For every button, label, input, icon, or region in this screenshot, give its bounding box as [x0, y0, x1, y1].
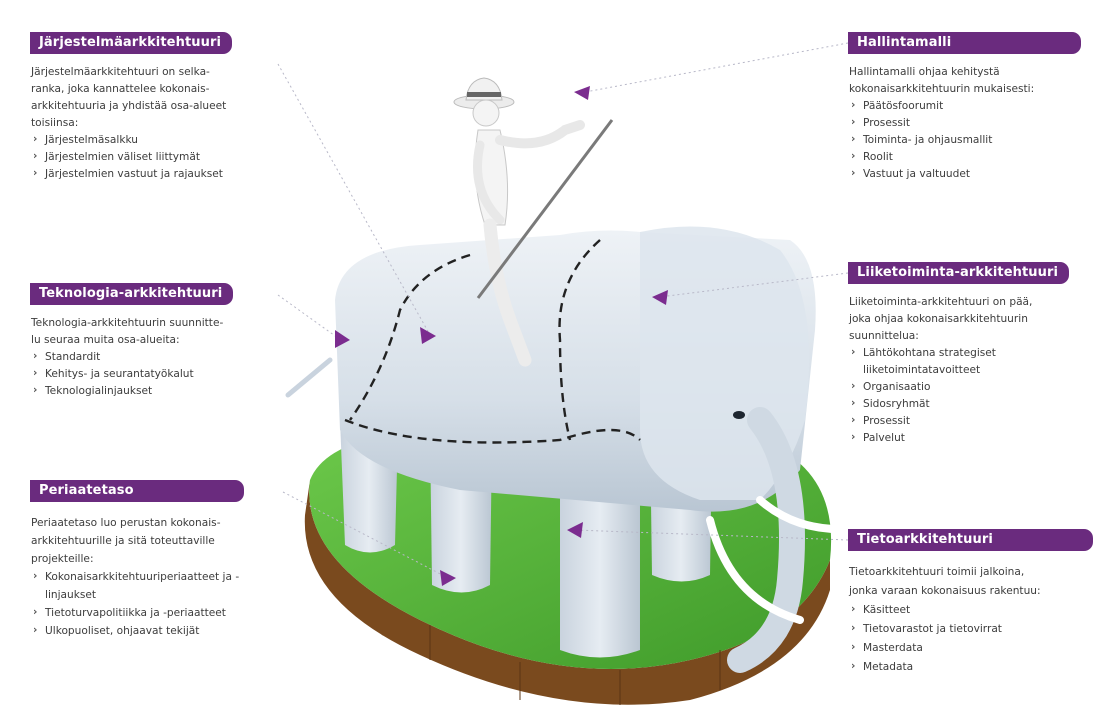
list-item: Järjestelmien väliset liittymät — [30, 149, 290, 166]
list-item: Vastuut ja valtuudet — [848, 166, 1098, 183]
panel-system-architecture: Järjestelmäarkkitehtuuri Järjestelmäarkk… — [30, 31, 290, 183]
governance-model-desc: Hallintamalli ohjaa kehitystä kokonaisar… — [849, 64, 1098, 98]
panel-business-architecture: Liiketoiminta-arkkitehtuuri Liiketoimint… — [848, 261, 1098, 447]
desc-line: arkkitehtuuria ja yhdistää osa-alueet — [31, 98, 290, 115]
list-item: Kehitys- ja seurantatyökalut — [30, 366, 290, 383]
desc-line: kokonaisarkkitehtuurin mukaisesti: — [849, 81, 1098, 98]
desc-line: Tietoarkkitehtuuri toimii jalkoina, — [849, 563, 1103, 582]
list-item: Standardit — [30, 349, 290, 366]
list-item: Sidosryhmät — [848, 396, 1048, 413]
information-architecture-list: Käsitteet Tietovarastot ja tietovirrat M… — [848, 601, 1103, 677]
governance-model-list: Päätösfoorumit Prosessit Toiminta- ja oh… — [848, 98, 1098, 183]
business-architecture-title: Liiketoiminta-arkkitehtuuri — [848, 262, 1069, 284]
list-item: Teknologialinjaukset — [30, 383, 290, 400]
list-item: Päätösfoorumit — [848, 98, 1098, 115]
panel-technology-architecture: Teknologia-arkkitehtuuri Teknologia-arkk… — [30, 282, 290, 400]
principle-level-title: Periaatetaso — [30, 480, 244, 502]
business-architecture-list: Lähtökohtana strategiset liiketoimintata… — [848, 345, 1048, 447]
system-architecture-desc: Järjestelmäarkkitehtuuri on selka- ranka… — [31, 64, 290, 132]
desc-line: Hallintamalli ohjaa kehitystä — [849, 64, 1098, 81]
desc-line: joka ohjaa kokonaisarkkitehtuurin — [849, 311, 1098, 328]
list-item: Lähtökohtana strategiset liiketoimintata… — [848, 345, 1048, 379]
list-item: Prosessit — [848, 413, 1048, 430]
desc-line: Liiketoiminta-arkkitehtuuri on pää, — [849, 294, 1098, 311]
business-architecture-desc: Liiketoiminta-arkkitehtuuri on pää, joka… — [849, 294, 1098, 345]
list-item: Organisaatio — [848, 379, 1048, 396]
governance-model-title: Hallintamalli — [848, 32, 1081, 54]
principle-level-desc: Periaatetaso luo perustan kokonais- arkk… — [31, 514, 285, 568]
list-item: Palvelut — [848, 430, 1048, 447]
desc-line: ranka, joka kannattelee kokonais- — [31, 81, 290, 98]
technology-architecture-desc: Teknologia-arkkitehtuurin suunnitte- lu … — [31, 315, 290, 349]
desc-line: Periaatetaso luo perustan kokonais- — [31, 514, 285, 532]
list-item: Käsitteet — [848, 601, 1103, 620]
list-item: Tietovarastot ja tietovirrat — [848, 620, 1103, 639]
list-item: Tietoturvapolitiikka ja -periaatteet — [30, 604, 280, 622]
panel-governance-model: Hallintamalli Hallintamalli ohjaa kehity… — [848, 31, 1098, 183]
panel-information-architecture: Tietoarkkitehtuuri Tietoarkkitehtuuri to… — [848, 528, 1103, 677]
list-item: Järjestelmäsalkku — [30, 132, 290, 149]
list-item: Ulkopuoliset, ohjaavat tekijät — [30, 622, 280, 640]
information-architecture-title: Tietoarkkitehtuuri — [848, 529, 1093, 551]
system-architecture-list: Järjestelmäsalkku Järjestelmien väliset … — [30, 132, 290, 183]
desc-line: Teknologia-arkkitehtuurin suunnitte- — [31, 315, 290, 332]
desc-line: projekteille: — [31, 550, 285, 568]
list-item: Järjestelmien vastuut ja rajaukset — [30, 166, 290, 183]
list-item: Masterdata — [848, 639, 1103, 658]
panel-principle-level: Periaatetaso Periaatetaso luo perustan k… — [30, 479, 285, 640]
technology-architecture-list: Standardit Kehitys- ja seurantatyökalut … — [30, 349, 290, 400]
principle-level-list: Kokonaisarkkitehtuuriperiaatteet ja -lin… — [30, 568, 280, 640]
system-architecture-title: Järjestelmäarkkitehtuuri — [30, 32, 232, 54]
desc-line: arkkitehtuurille ja sitä toteuttaville — [31, 532, 285, 550]
list-item: Toiminta- ja ohjausmallit — [848, 132, 1098, 149]
list-item: Metadata — [848, 658, 1103, 677]
desc-line: toisiinsa: — [31, 115, 290, 132]
list-item: Prosessit — [848, 115, 1098, 132]
list-item: Roolit — [848, 149, 1098, 166]
desc-line: suunnittelua: — [849, 328, 1098, 345]
desc-line: jonka varaan kokonaisuus rakentuu: — [849, 582, 1103, 601]
desc-line: Järjestelmäarkkitehtuuri on selka- — [31, 64, 290, 81]
technology-architecture-title: Teknologia-arkkitehtuuri — [30, 283, 233, 305]
desc-line: lu seuraa muita osa-alueita: — [31, 332, 290, 349]
list-item: Kokonaisarkkitehtuuriperiaatteet ja -lin… — [30, 568, 280, 604]
information-architecture-desc: Tietoarkkitehtuuri toimii jalkoina, jonk… — [849, 563, 1103, 601]
